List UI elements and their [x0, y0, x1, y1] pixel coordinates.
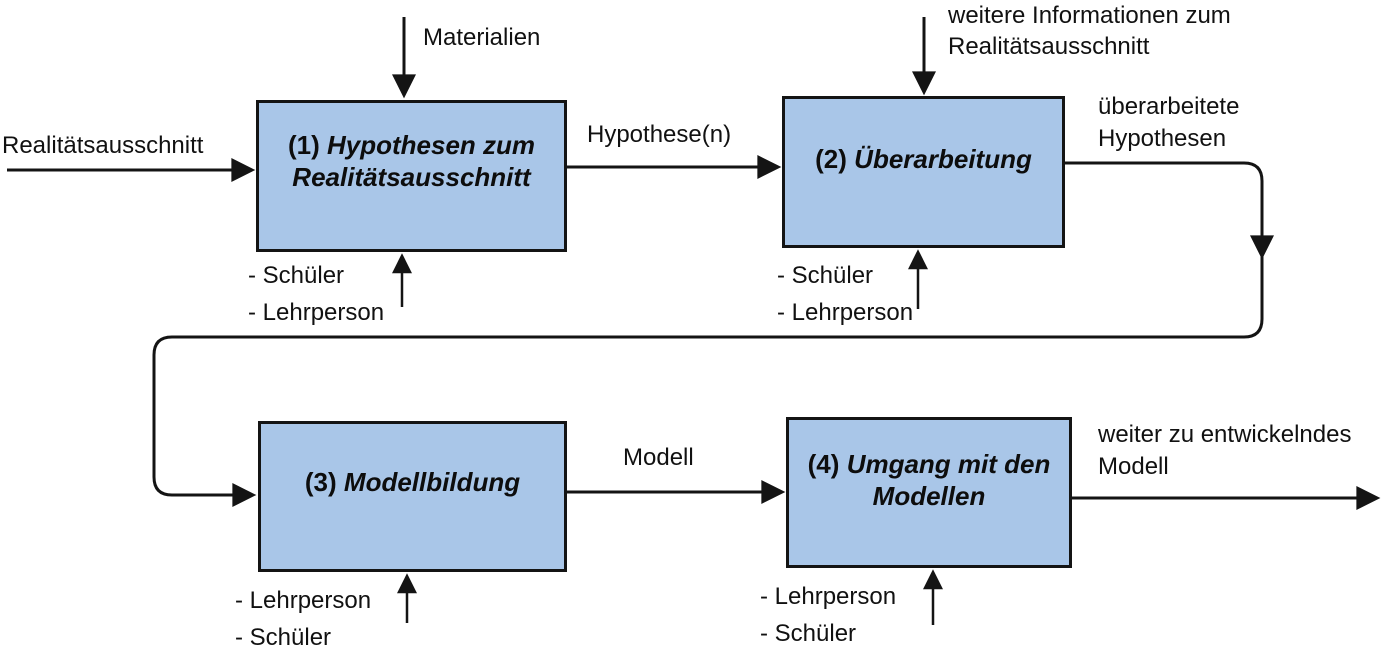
- label-realitaetsausschnitt: Realitätsausschnitt: [2, 132, 204, 159]
- process-box-3-modellbildung: (3)Modellbildung: [258, 421, 567, 572]
- process-box-4-umgang-mit-modellen: (4)Umgang mit den Modellen: [786, 417, 1072, 568]
- participants-box-4: - Lehrperson - Schüler: [760, 578, 896, 652]
- participant-item: - Lehrperson: [760, 583, 897, 610]
- participants-box-2: - Schüler - Lehrperson: [777, 257, 913, 331]
- box-3-number: (3): [304, 467, 337, 497]
- participant-item: - Lehrperson: [235, 587, 372, 614]
- box-1-label: (1)Hypothesen zum Realitätsausschnitt: [278, 129, 546, 193]
- box-2-title: Überarbeitung: [854, 144, 1032, 174]
- box-1-title: Hypothesen zum Realitätsausschnitt: [292, 130, 536, 192]
- arrow-feedback-box2-down: [1065, 161, 1274, 260]
- process-box-1-hypothesen: (1)Hypothesen zum Realitätsausschnitt: [256, 100, 567, 252]
- participant-item: - Lehrperson: [248, 299, 385, 326]
- label-ueberarbeitete-hypothesen: überarbeitete Hypothesen: [1098, 93, 1240, 152]
- participant-item: - Schüler: [777, 262, 874, 289]
- box-4-label: (4)Umgang mit den Modellen: [798, 448, 1060, 512]
- process-box-2-ueberarbeitung: (2)Überarbeitung: [782, 96, 1065, 248]
- label-weiter-zu-entwickelndes-modell: weiter zu entwickelndes Modell: [1098, 421, 1352, 480]
- participant-item: - Lehrperson: [777, 299, 914, 326]
- participants-box-1: - Schüler - Lehrperson: [248, 257, 384, 331]
- box-4-number: (4): [807, 449, 840, 479]
- participants-box-3: - Lehrperson - Schüler: [235, 582, 371, 654]
- box-2-label: (2)Überarbeitung: [815, 143, 1032, 175]
- box-3-label: (3)Modellbildung: [305, 466, 520, 498]
- participant-item: - Schüler: [760, 620, 857, 647]
- box-4-title: Umgang mit den Modellen: [846, 449, 1051, 511]
- box-1-number: (1): [287, 130, 320, 160]
- participant-item: - Schüler: [248, 262, 345, 289]
- participant-item: - Schüler: [235, 624, 332, 651]
- label-weitere-informationen: weitere Informationen zum Realitätsaussc…: [948, 2, 1231, 60]
- arrow-feedback-to-box3: [152, 250, 1264, 507]
- box-2-number: (2): [815, 144, 847, 174]
- label-modell: Modell: [623, 444, 694, 471]
- label-materialien: Materialien: [423, 24, 541, 51]
- label-hypothesen: Hypothese(n): [587, 121, 732, 148]
- box-3-title: Modellbildung: [343, 467, 521, 497]
